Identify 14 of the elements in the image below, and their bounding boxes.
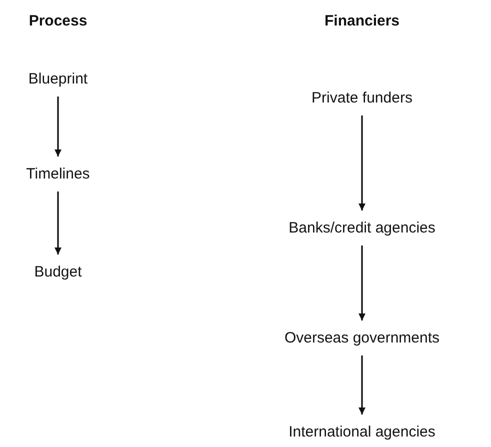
step-text: Banks/credit agencies <box>286 218 438 238</box>
step-text: Private funders <box>310 88 414 108</box>
arrow <box>358 246 366 320</box>
arrow <box>54 192 62 254</box>
step-text: Timelines <box>24 164 92 184</box>
step-text: International agencies <box>286 422 438 442</box>
arrow <box>358 116 366 210</box>
column-heading: Financiers <box>324 12 400 30</box>
step-text: Budget <box>32 262 84 282</box>
step-text: Blueprint <box>26 70 90 88</box>
step-text: Overseas governments <box>282 328 442 348</box>
arrow <box>54 96 62 156</box>
column-heading: Process <box>28 12 88 30</box>
arrow <box>358 356 366 414</box>
